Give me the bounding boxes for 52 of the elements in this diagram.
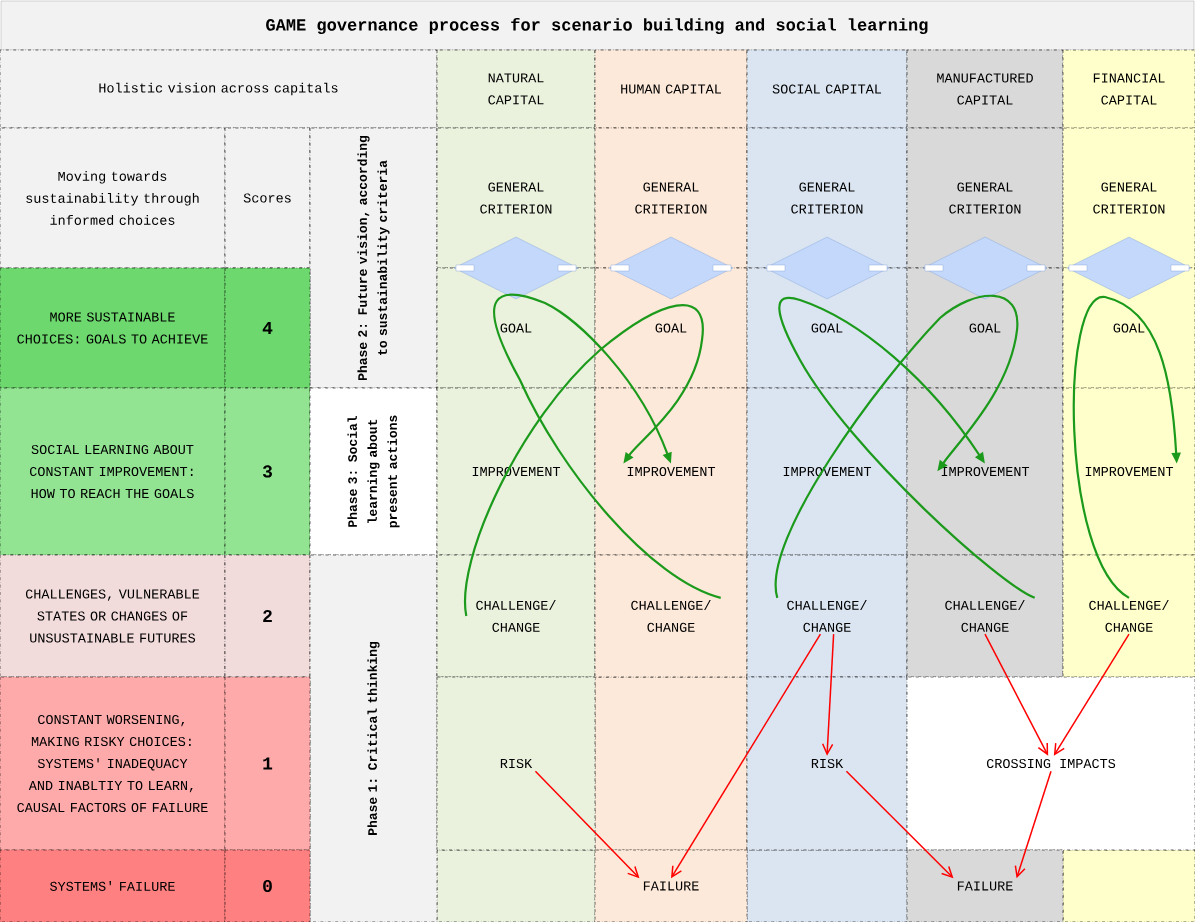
cell-text: GOAL [500,323,532,333]
cell-text: FAILURE [957,881,1013,891]
cell-text: GENERAL CRITERION [480,182,552,214]
score-cell: 4 [224,267,311,389]
cell-text: CHALLENGE/ CHANGE [631,600,711,632]
cell-text: IMPROVEMENT [1085,466,1174,477]
arrow [493,293,722,599]
cell-text: FAILURE [643,881,699,891]
diamond-shape [608,236,734,300]
cell-text: CHALLENGE/ CHANGE [945,600,1025,632]
phase-cell: Phase 1: Critical thinking [309,554,438,922]
arrow [1053,633,1130,756]
cell-text: CROSSING IMPACTS [986,758,1116,769]
title: GAME governance process for scenario building and social learning [0,0,1195,51]
cell-text: GENERAL CRITERION [635,182,707,214]
header-text: HUMAN CAPITAL [621,84,721,94]
arrow [821,633,835,756]
header-text: FINANCIAL CAPITAL [1093,73,1165,105]
cell-text: GOAL [969,323,1001,333]
header-text: MANUFACTURED CAPITAL [937,73,1033,105]
score-cell: 2 [224,554,311,678]
table-cell: Scores [224,127,311,269]
cell-text: CHALLENGE/ CHANGE [1089,600,1169,632]
header-text: NATURAL CAPITAL [488,73,544,105]
cell-text: GOAL [811,323,843,333]
score-cell: 0 [224,849,311,922]
cell-text: IMPROVEMENT [627,466,716,477]
arrow [1072,295,1181,599]
arrow [671,633,822,879]
cell-text: RISK [500,758,533,769]
cell-text: GENERAL CRITERION [791,182,863,214]
cell-text: GOAL [655,323,687,333]
phase-cell: Phase 3: Social learning about present actions [309,387,438,556]
score-cell: 1 [224,676,311,851]
header-text: SOCIAL CAPITAL [772,84,882,94]
cell-text: GOAL [1113,323,1145,333]
arrow [534,770,640,879]
diamond-shape [764,236,890,300]
diamond-shape [453,236,579,300]
diamond-shape [1066,236,1192,300]
arrow [464,304,704,617]
arrow [1014,770,1052,879]
arrow [984,633,1049,756]
arrow [845,770,954,879]
cell-text: GENERAL CRITERION [1093,182,1165,214]
score-cell: 3 [224,387,311,556]
diamond-shape [922,236,1048,300]
cell-text: CHALLENGE/ CHANGE [787,600,867,632]
cell-text: CHALLENGE/ CHANGE [476,600,556,632]
cell-text: GENERAL CRITERION [949,182,1021,214]
cell-text: IMPROVEMENT [941,466,1030,477]
cell-text: RISK [811,758,844,769]
